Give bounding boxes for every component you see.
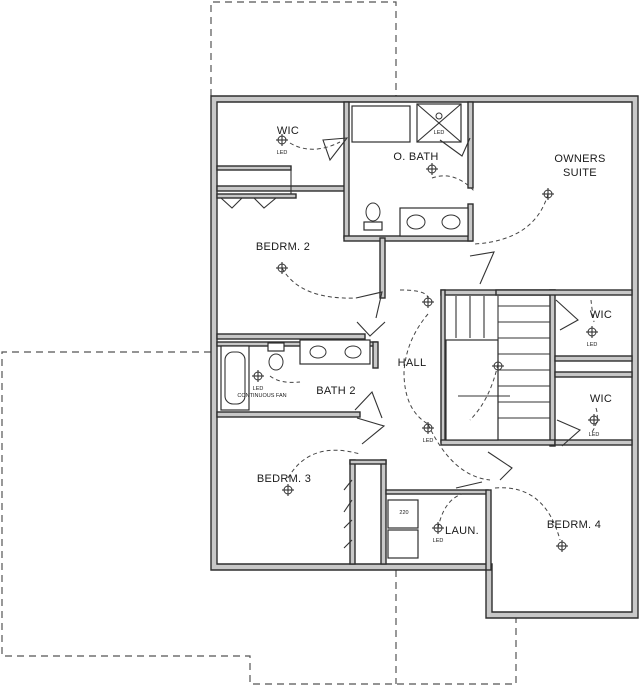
room-labels: WIC O. BATH OWNERS SUITE BEDRM. 2 WIC HA… [256, 125, 612, 537]
led-label: LED [434, 130, 445, 136]
washer [387, 529, 419, 559]
recessed-led-icon [588, 414, 600, 426]
recessed-led-icon [252, 370, 264, 382]
recessed-led-icon [432, 522, 444, 534]
ceiling-light-icon [422, 296, 434, 308]
ceiling-lights [252, 134, 600, 552]
ceiling-light-icon [282, 484, 294, 496]
recessed-led-icon [422, 422, 434, 434]
room-label-owners-suite-2: SUITE [563, 167, 597, 179]
wiring-arcs [269, 141, 598, 541]
room-label-wic-right-upper: WIC [590, 309, 612, 321]
room-label-o-bath: O. BATH [393, 151, 438, 163]
dryer-220-label: 220 [399, 510, 408, 516]
led-label: LED [423, 438, 434, 444]
continuous-fan-label: CONTINUOUS FAN [237, 393, 286, 399]
shower-drain-icon [435, 112, 443, 120]
sink-icon [309, 345, 327, 359]
led-label: LED [433, 538, 444, 544]
room-label-bedrm-3: BEDRM. 3 [257, 473, 311, 485]
led-label: LED [587, 342, 598, 348]
room-label-laundry: LAUN. [445, 525, 479, 537]
toilet-icon [268, 353, 284, 371]
led-label: LED [277, 150, 288, 156]
bath2-vanity [299, 339, 371, 365]
toilet-icon [365, 202, 381, 222]
room-label-bath-2: BATH 2 [316, 385, 356, 397]
ceiling-light-icon [556, 540, 568, 552]
toilet-tank [267, 342, 285, 352]
fixture-annotations: LED LED LED LED LED CONTINUOUS FAN LED L… [237, 130, 599, 544]
room-label-hall: HALL [398, 357, 427, 369]
room-label-bedrm-2: BEDRM. 2 [256, 241, 310, 253]
room-label-owners-suite-1: OWNERS [554, 153, 605, 165]
ceiling-light-icon [542, 188, 554, 200]
toilet-tank [363, 221, 383, 231]
dryer [387, 499, 419, 529]
led-label: LED [589, 432, 600, 438]
recessed-led-icon [586, 326, 598, 338]
room-label-wic-top: WIC [277, 125, 299, 137]
room-label-bedrm-4: BEDRM. 4 [547, 519, 601, 531]
interior-walls [216, 101, 633, 571]
sink-icon [406, 214, 426, 230]
room-label-wic-right-lower: WIC [590, 393, 612, 405]
bath-fixtures [220, 103, 469, 559]
stair-icon [445, 296, 550, 441]
exterior-wall [210, 95, 639, 619]
ceiling-light-icon [492, 360, 504, 372]
sink-icon [344, 345, 362, 359]
recessed-led-icon [276, 134, 288, 146]
owners-tub [351, 105, 411, 143]
dashed-outlines [1, 1, 517, 685]
ceiling-light-icon [426, 163, 438, 175]
sink-icon [441, 214, 461, 230]
owners-vanity [399, 207, 469, 237]
ceiling-light-icon [276, 262, 288, 274]
door-swings [220, 137, 582, 549]
led-label: LED [253, 386, 264, 392]
